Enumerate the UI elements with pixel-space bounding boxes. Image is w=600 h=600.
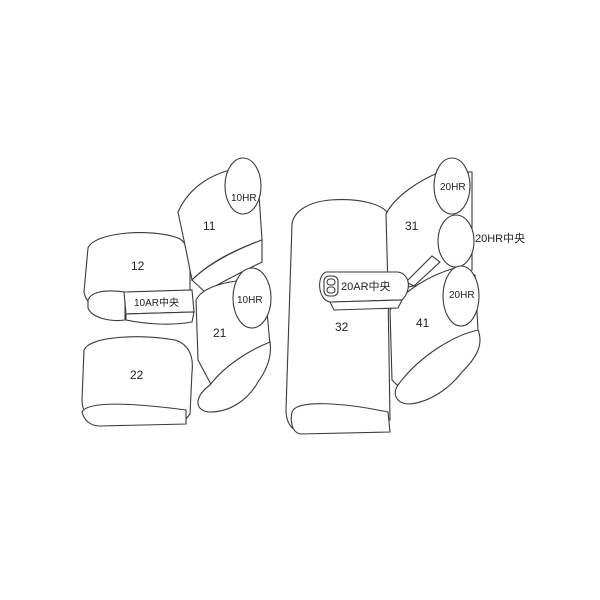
part-22 [81,336,193,427]
part-10hr-top [224,157,262,215]
label-12: 12 [131,259,145,273]
label-41: 41 [416,316,430,330]
label-11: 11 [203,219,216,233]
part-10hr-bottom [232,267,272,329]
label-32: 32 [335,320,349,334]
part-20hr-top [433,157,471,215]
part-20hr-bottom [442,265,480,327]
label-10hr-top: 10HR [231,193,257,204]
part-32 [285,199,391,435]
part-20hr-center [437,214,475,268]
label-20hr-bottom: 20HR [449,290,475,301]
label-22: 22 [130,368,144,382]
label-20hr-top: 20HR [440,182,466,193]
part-20ar-center [319,271,409,311]
label-20ar-center: 20AR中央 [341,280,391,293]
label-10hr-bottom: 10HR [237,295,263,306]
label-10ar-center: 10AR中央 [134,296,179,309]
label-20hr-center: 20HR中央 [475,232,525,245]
part-10ar-center [123,289,195,325]
label-31: 31 [405,219,419,233]
label-21: 21 [213,326,227,340]
